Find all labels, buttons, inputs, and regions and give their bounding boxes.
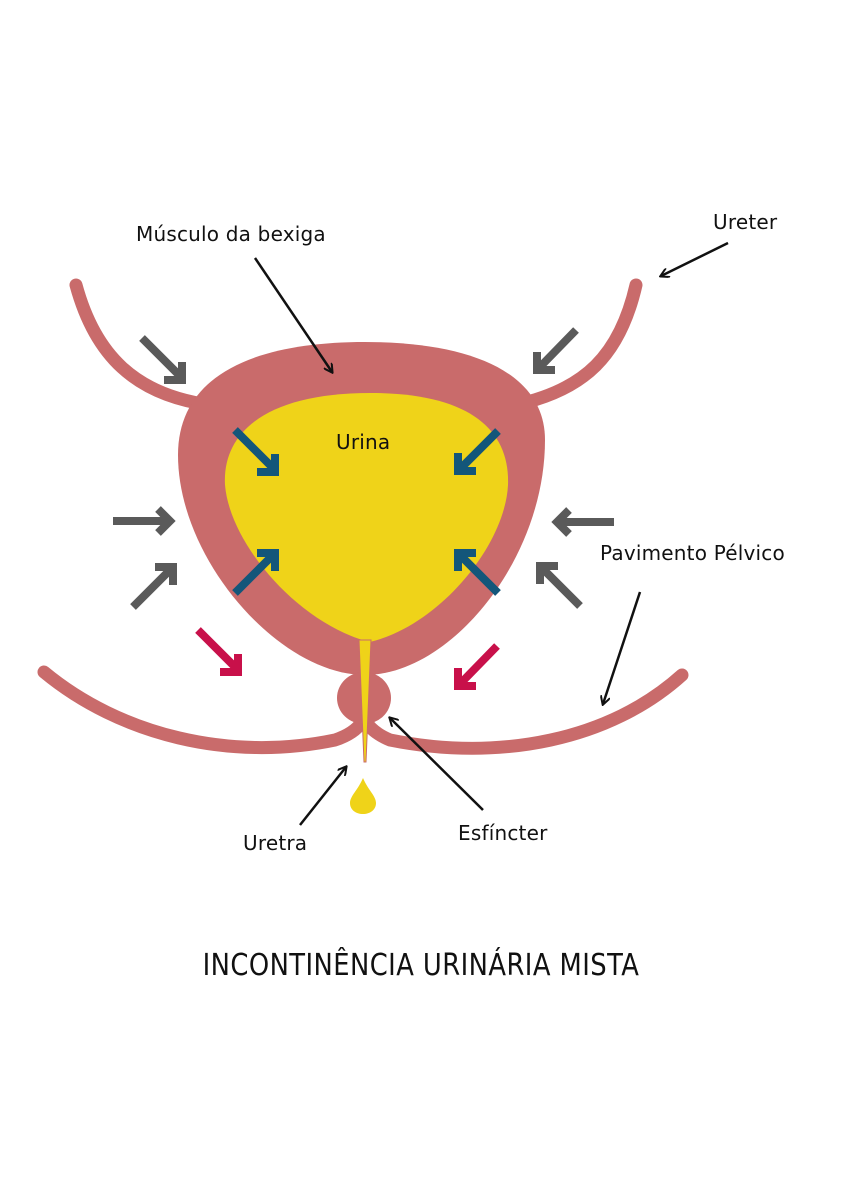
urine-volume [224, 393, 509, 642]
gray-pressure-arrow-icon [536, 562, 583, 609]
pointer-urethra [299, 767, 346, 826]
label-bladder-muscle: Músculo da bexiga [136, 222, 326, 246]
blue-contraction-arrow-icon [232, 427, 279, 476]
gray-pressure-arrow-icon [139, 335, 186, 384]
blue-contraction-arrow-icon [454, 549, 501, 596]
right-ureter [508, 278, 643, 412]
pelvic-floor-right [359, 668, 689, 755]
red-descent-arrow-icon [454, 643, 500, 690]
label-urine: Urina [336, 430, 391, 454]
gray-pressure-arrow-icon [113, 506, 176, 536]
red-descent-arrow-icon [195, 627, 242, 676]
label-ureter: Ureter [713, 210, 778, 234]
label-sphincter: Esfíncter [458, 821, 548, 845]
label-pelvic-floor: Pavimento Pélvico [600, 541, 785, 565]
blue-contraction-arrows [232, 427, 501, 596]
gray-pressure-arrow-icon [130, 563, 177, 610]
pointer-bladder-muscle [253, 257, 332, 372]
pointer-pelvic-floor [603, 591, 642, 704]
gray-pressure-arrow-icon [551, 507, 614, 537]
label-urethra: Uretra [243, 831, 308, 855]
left-ureter [69, 278, 217, 412]
urethra-channel [358, 639, 372, 763]
pointer-sphincter [390, 718, 484, 811]
urine-drop-icon [350, 778, 376, 814]
gray-pressure-arrows [113, 327, 614, 610]
pelvic-floor-left [37, 665, 369, 755]
red-descent-arrows [195, 627, 500, 690]
blue-contraction-arrow-icon [232, 549, 279, 596]
pointer-ureter [661, 241, 729, 276]
blue-contraction-arrow-icon [454, 428, 501, 475]
diagram-title: INCONTINÊNCIA URINÁRIA MISTA [202, 948, 640, 983]
label-pointers [253, 241, 729, 826]
gray-pressure-arrow-icon [533, 327, 579, 374]
